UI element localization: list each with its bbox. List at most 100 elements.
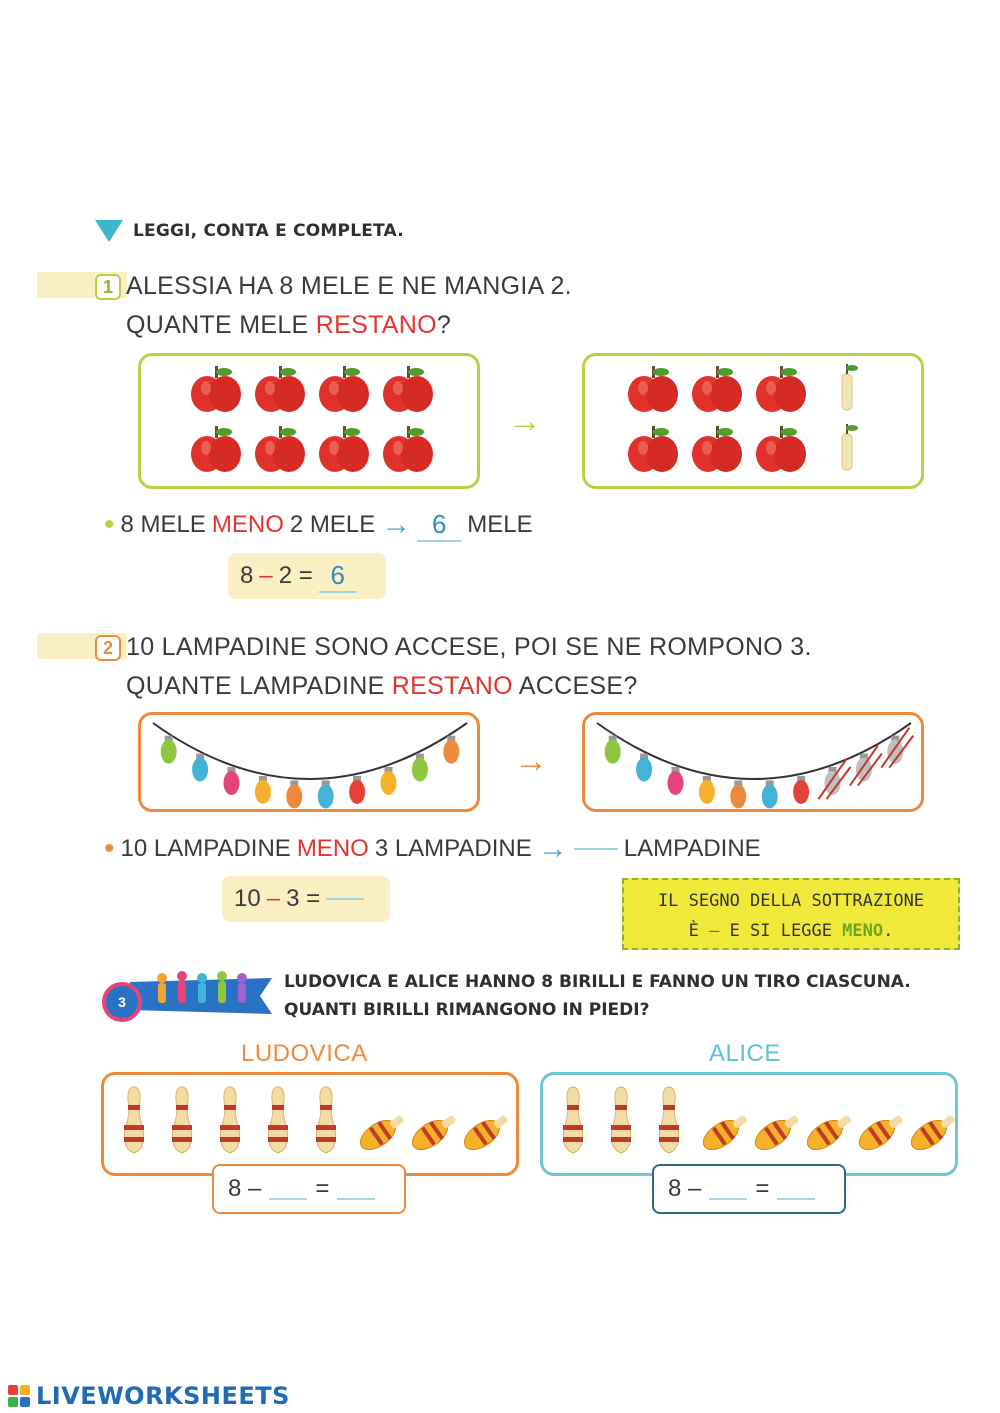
bulb-icon — [761, 780, 778, 809]
bulb-icon — [192, 753, 209, 782]
q2-meno: MENO — [296, 835, 369, 862]
note-pre: È — [688, 921, 710, 941]
q3-line2: QUANTI BIRILLI RIMANGONO IN PIEDI? — [284, 1000, 650, 1020]
q1-sentence: • 8 MELE MENO 2 MELE → 6 MELE — [104, 508, 533, 542]
note-mid: E SI LEGGE — [719, 921, 843, 941]
q3-question: LUDOVICA E ALICE HANNO 8 BIRILLI E FANNO… — [284, 968, 911, 1024]
bulb-icon — [380, 767, 397, 795]
bulb-icon — [223, 767, 240, 795]
q2-line2-pre: QUANTE LAMPADINE — [126, 672, 392, 700]
bulb-icon — [254, 775, 271, 804]
q1-left-box — [138, 353, 480, 489]
ludovica-result-input[interactable] — [337, 1178, 376, 1200]
bulb-icon — [317, 780, 334, 809]
apples-6-cores-2 — [628, 364, 858, 472]
note-line1: IL SEGNO DELLA SOTTRAZIONE — [657, 891, 925, 911]
ludovica-subtrahend-input[interactable] — [269, 1178, 308, 1200]
apple-core-icon — [841, 424, 858, 471]
standing-pin-icon — [315, 1086, 337, 1154]
q2-eq-answer-input[interactable] — [326, 898, 365, 900]
footer-logo[interactable]: LIVEWORKSHEETS — [8, 1382, 290, 1410]
q1-line2: QUANTE MELE RESTANO? — [126, 311, 451, 340]
q2-sentence: • 10 LAMPADINE MENO 3 LAMPADINE → LAMPAD… — [104, 832, 761, 866]
apple-core-icon — [841, 364, 858, 411]
instruction: LEGGI, CONTA E COMPLETA. — [95, 220, 404, 242]
arrow-right-icon: → — [381, 508, 412, 541]
q2-sentence-c: LAMPADINE — [623, 835, 761, 862]
alice-subtrahend-input[interactable] — [709, 1178, 748, 1200]
bulb-icon — [636, 753, 653, 782]
q2-line2: QUANTE LAMPADINE RESTANO ACCESE? — [126, 672, 638, 701]
apple-icon — [628, 366, 678, 412]
q2-restano: RESTANO — [391, 672, 513, 700]
ludovica-box — [101, 1072, 519, 1176]
apple-icon — [383, 366, 433, 412]
ludovica-equation: 8 – = — [212, 1164, 406, 1214]
alice-equation: 8 – = — [652, 1164, 846, 1214]
question-number-3: 3 — [102, 982, 142, 1022]
q1-eq-op: – — [259, 562, 273, 589]
footer-brand: LIVEWORKSHEETS — [36, 1382, 290, 1410]
apples-8 — [191, 366, 433, 472]
apple-icon — [692, 426, 742, 472]
q1-line2-post: ? — [436, 311, 452, 339]
apple-icon — [255, 366, 305, 412]
standing-pin-icon — [219, 1086, 241, 1154]
alice-result-input[interactable] — [777, 1178, 816, 1200]
alice-box — [540, 1072, 958, 1176]
q2-sentence-a: 10 LAMPADINE — [120, 835, 291, 862]
apple-icon — [756, 366, 806, 412]
question-number-2: 2 — [95, 635, 121, 661]
bulb-icon — [349, 775, 366, 804]
fallen-pin-icon — [858, 1115, 903, 1151]
note-line2: È – E SI LEGGE MENO. — [624, 916, 958, 946]
apple-icon — [692, 366, 742, 412]
broken-bulb-icon — [880, 727, 915, 769]
fallen-pin-icon — [411, 1115, 456, 1151]
bulb-icon — [730, 780, 747, 809]
standing-pin-icon — [171, 1086, 193, 1154]
q1-equation: 8 – 2 = 6 — [228, 553, 386, 599]
fallen-pin-icon — [910, 1115, 955, 1151]
fallen-pin-icon — [754, 1115, 799, 1151]
q2-line1: 10 LAMPADINE SONO ACCESE, POI SE NE ROMP… — [126, 633, 812, 661]
q1-sentence-a: 8 MELE — [120, 511, 206, 538]
garland-7-bulbs-3-broken — [596, 722, 915, 809]
alice-label: ALICE — [709, 1040, 781, 1067]
q1-sentence-answer[interactable]: 6 — [417, 509, 462, 542]
q1-arrow: → — [508, 402, 542, 440]
q1-restano: RESTANO — [315, 311, 437, 339]
q2-line2-post: ACCESE? — [512, 672, 638, 700]
pins-ludovica — [123, 1086, 508, 1154]
bulb-icon — [160, 735, 177, 764]
q2-arrow: → — [514, 742, 548, 780]
q1-eq-answer[interactable]: 6 — [318, 560, 357, 593]
fallen-pin-icon — [463, 1115, 508, 1151]
garland-10-bulbs — [152, 722, 468, 809]
question-number-1: 1 — [95, 274, 121, 300]
alice-eq-equals: = — [755, 1175, 770, 1202]
standing-pin-icon — [267, 1086, 289, 1154]
bullet-icon: • — [104, 508, 115, 541]
bulb-icon — [411, 753, 428, 782]
fallen-pin-icon — [702, 1115, 747, 1151]
apple-icon — [191, 366, 241, 412]
broken-bulb-icon — [849, 744, 883, 787]
standing-pin-icon — [562, 1086, 584, 1154]
q2-equation: 10 – 3 = — [222, 876, 390, 922]
bulb-icon — [286, 780, 303, 809]
standing-pin-icon — [123, 1086, 145, 1154]
q1-meno: MENO — [211, 511, 284, 538]
note-post: . — [883, 921, 894, 941]
apple-icon — [628, 426, 678, 472]
note-minus: – — [709, 921, 720, 941]
q2-sentence-answer-input[interactable] — [573, 848, 618, 850]
triangle-icon — [95, 220, 123, 242]
q1-line1: ALESSIA HA 8 MELE E NE MANGIA 2. — [126, 272, 572, 300]
q2-sentence-b: 3 LAMPADINE — [374, 835, 532, 862]
apple-icon — [383, 426, 433, 472]
bulb-icon — [443, 735, 460, 764]
alice-eq-left: 8 – — [668, 1175, 702, 1202]
arrow-right-icon: → — [537, 832, 568, 865]
q3-line1: LUDOVICA E ALICE HANNO 8 BIRILLI E FANNO… — [284, 972, 911, 992]
